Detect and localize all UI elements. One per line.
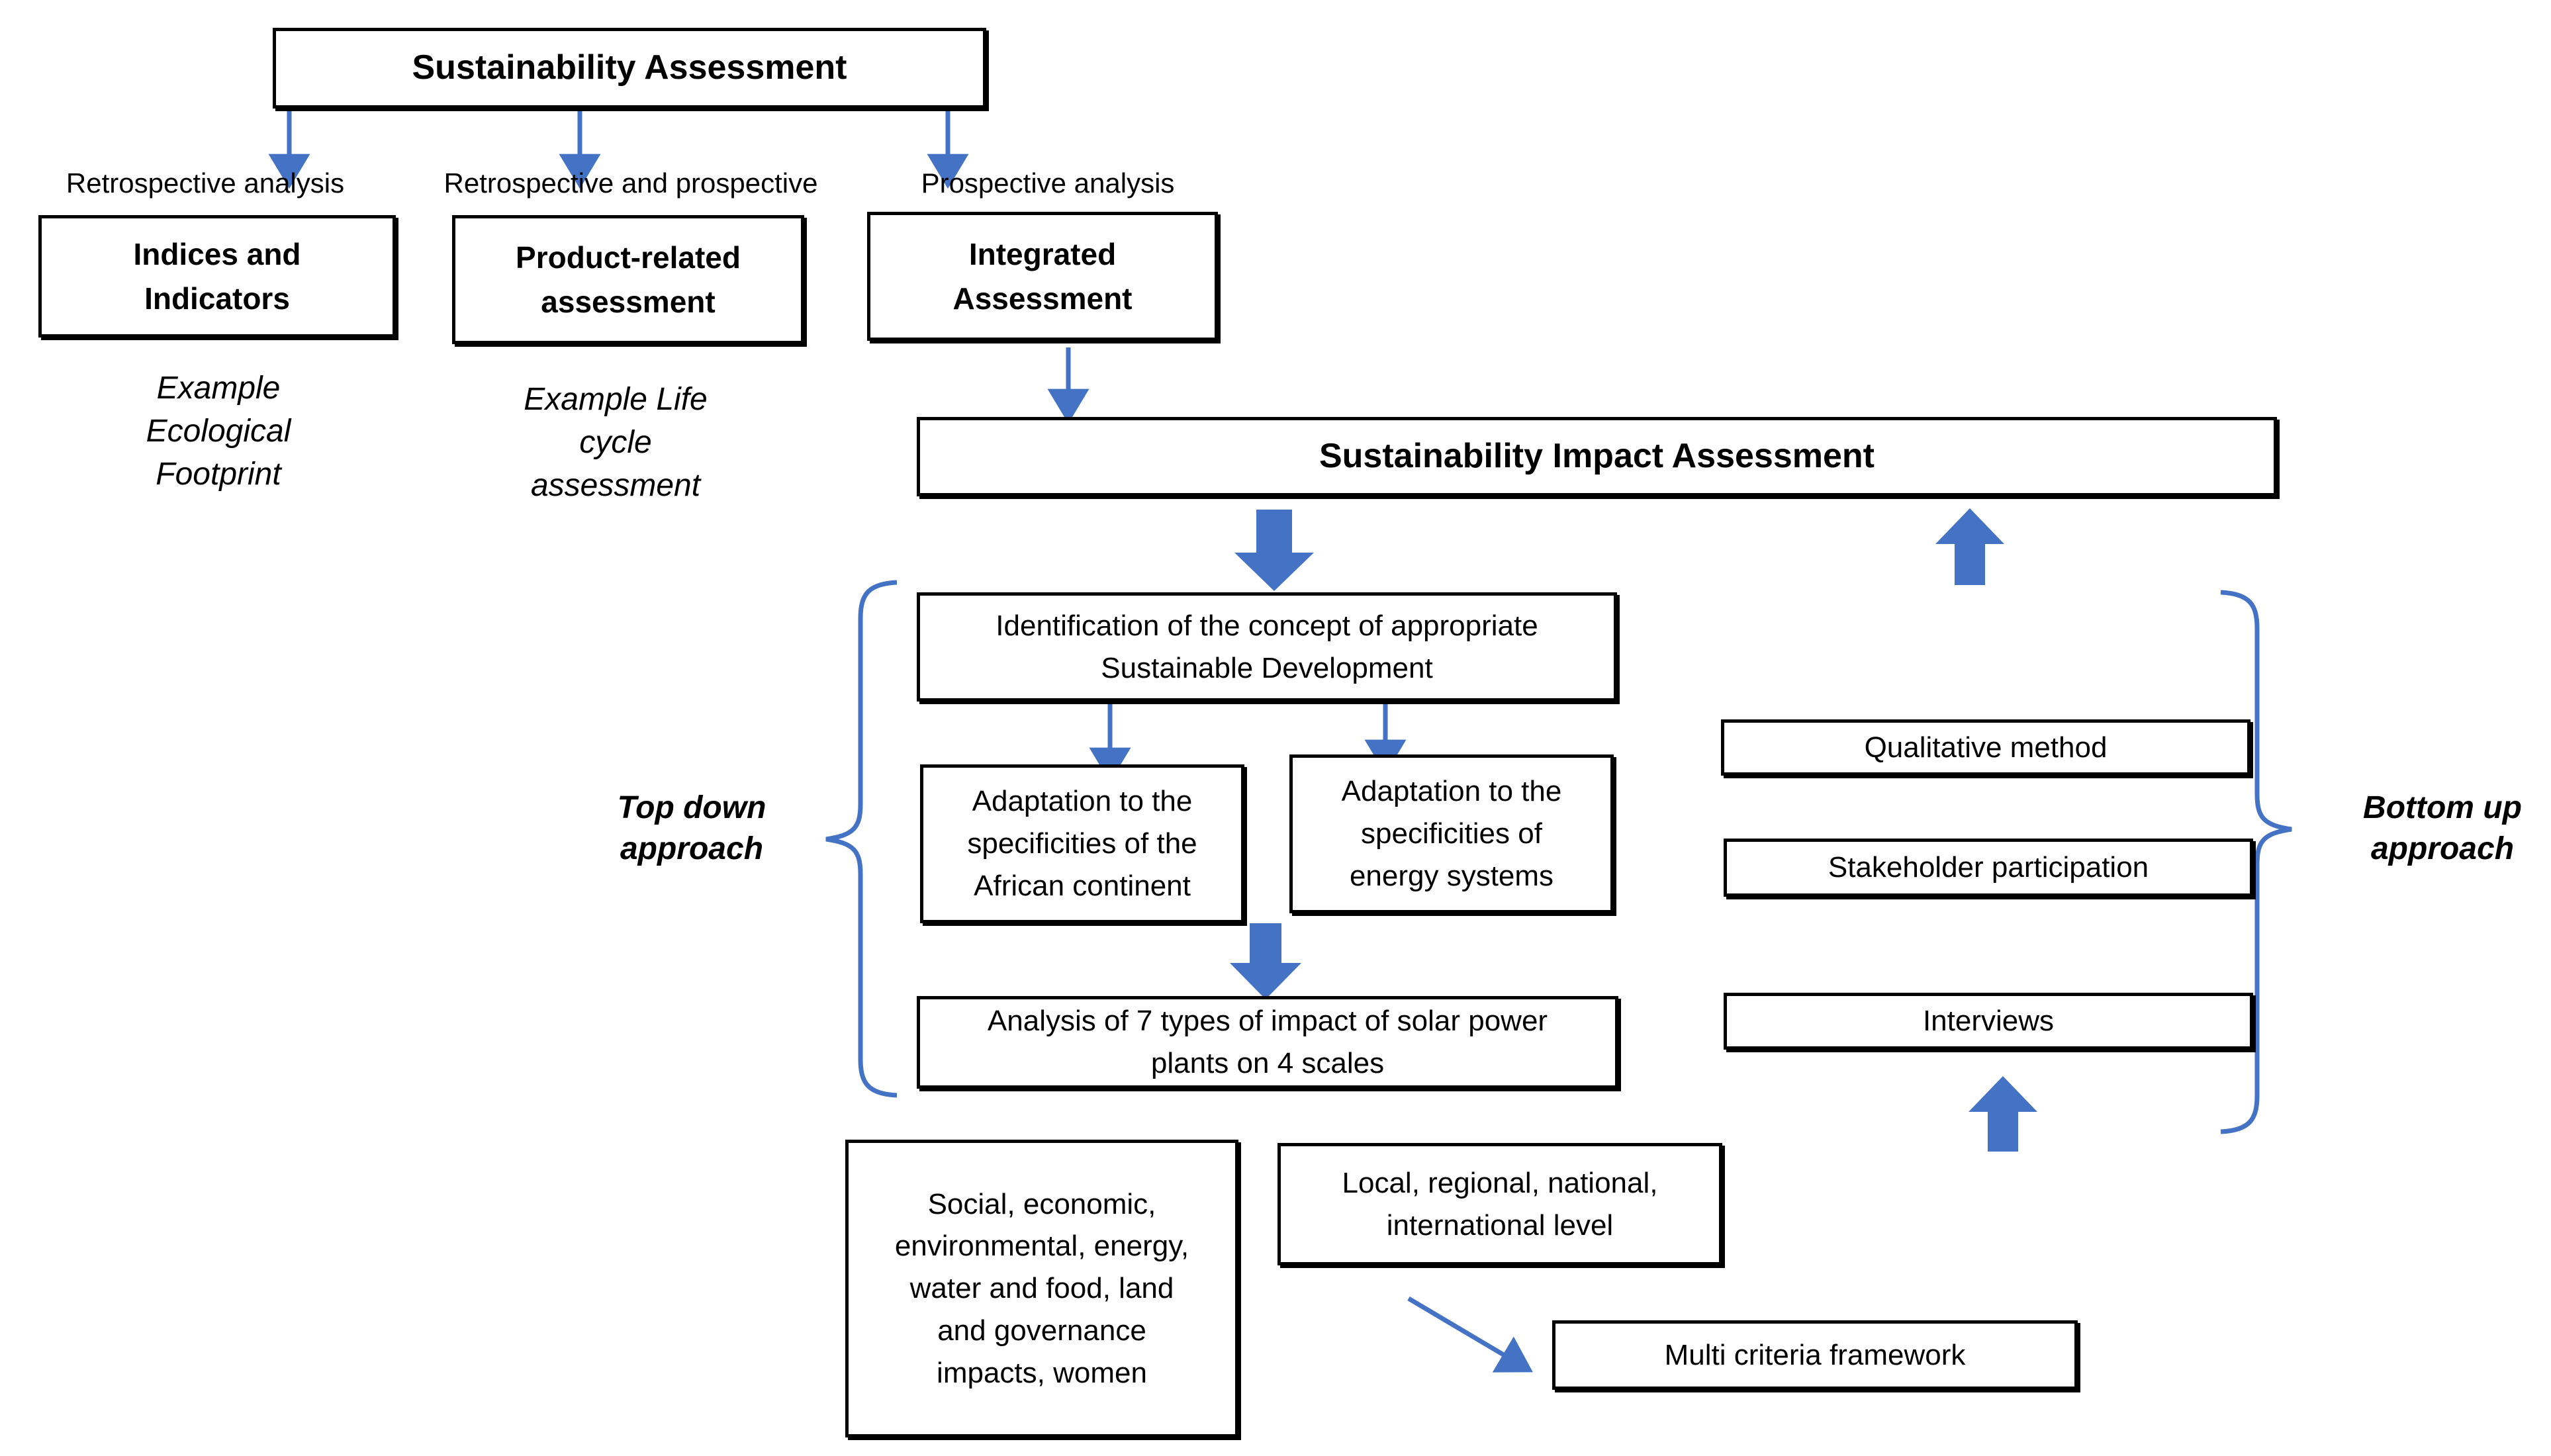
interviews-up-thick-arrow (1969, 1076, 2037, 1152)
example-label: Example Ecological Footprint (146, 371, 291, 492)
method-box-qualitative-method: Qualitative method (1721, 719, 2250, 776)
category-box-indices-and-indicators: Indices and Indicators (38, 215, 396, 338)
level-to-multicriteria-arrow (1407, 1296, 1533, 1373)
top-down-brace (825, 580, 898, 1098)
sia-box: Sustainability Impact Assessment (917, 417, 2277, 496)
title-branch-arrows (268, 108, 969, 189)
method-box-label: Qualitative method (1864, 731, 2108, 764)
flow-box-label: Analysis of 7 types of impact of solar p… (987, 1005, 1548, 1079)
identification-split-arrows (1089, 703, 1407, 783)
sia-down-thick-arrow (1234, 510, 1314, 591)
method-box-interviews: Interviews (1724, 993, 2253, 1050)
detail-box-impact-dimensions: Social, economic, environmental, energy,… (845, 1140, 1238, 1437)
branch-label-text: Retrospective analysis (66, 167, 345, 199)
category-box-product-related-assessment: Product-related assessment (452, 215, 804, 344)
branch-label-text: Prospective analysis (921, 167, 1175, 199)
method-box-label: Stakeholder participation (1828, 851, 2149, 884)
flow-box-label: Identification of the concept of appropr… (996, 609, 1538, 684)
adaptation-to-analysis-thick-arrow (1230, 923, 1301, 999)
approach-label-text: Top down approach (617, 790, 766, 867)
bottomup-to-sia-thick-arrow (1935, 508, 2004, 585)
example-label: Example Life cycle assessment (524, 382, 708, 503)
bottom-up-approach-label: Bottom up approach (2337, 788, 2548, 870)
sia-box-label: Sustainability Impact Assessment (1319, 437, 1875, 476)
detail-box-label: Local, regional, national, international… (1342, 1166, 1658, 1242)
flow-box-adaptation-african-continent: Adaptation to the specificities of the A… (920, 764, 1244, 923)
flow-box-label: Adaptation to the specificities of energ… (1341, 775, 1562, 892)
category-box-label: Integrated Assessment (952, 236, 1133, 316)
flow-box-label: Adaptation to the specificities of the A… (967, 785, 1197, 902)
top-down-approach-label: Top down approach (582, 788, 801, 870)
title-box-sustainability-assessment: Sustainability Assessment (273, 28, 986, 109)
detail-box-label: Social, economic, environmental, energy,… (894, 1187, 1189, 1389)
approach-label-text: Bottom up approach (2363, 790, 2522, 867)
flow-box-identification-of-concept: Identification of the concept of appropr… (917, 592, 1617, 702)
method-box-stakeholder-participation: Stakeholder participation (1724, 839, 2253, 897)
method-box-label: Interviews (1922, 1005, 2055, 1038)
detail-box-multi-criteria-framework: Multi criteria framework (1552, 1320, 2078, 1390)
title-box-label: Sustainability Assessment (412, 48, 847, 87)
detail-box-levels: Local, regional, national, international… (1277, 1143, 1722, 1265)
flow-box-analysis-7-types-impact: Analysis of 7 types of impact of solar p… (917, 996, 1618, 1089)
category-box-label: Product-related assessment (516, 240, 741, 319)
branch-label-text: Retrospective and prospective (443, 167, 818, 199)
example-life-cycle-assessment: Example Life cycle assessment (496, 379, 735, 507)
branch-label-retrospective-analysis: Retrospective analysis (20, 165, 391, 202)
detail-box-label: Multi criteria framework (1664, 1338, 1966, 1371)
example-ecological-footprint: Example Ecological Footprint (86, 367, 351, 496)
flow-box-adaptation-energy-systems: Adaptation to the specificities of energ… (1289, 754, 1614, 913)
category-box-label: Indices and Indicators (133, 236, 301, 316)
branch-label-prospective-analysis: Prospective analysis (872, 165, 1223, 202)
branch-label-retrospective-and-prospective: Retrospective and prospective (402, 165, 859, 202)
category-box-integrated-assessment: Integrated Assessment (867, 212, 1218, 341)
